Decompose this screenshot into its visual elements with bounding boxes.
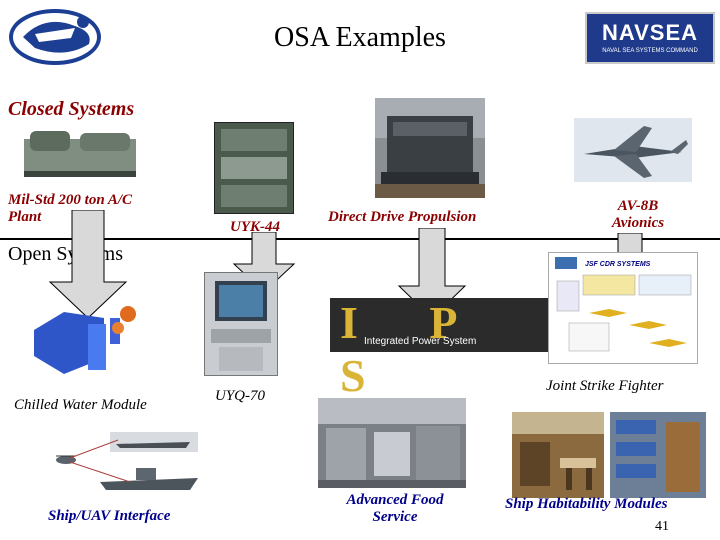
ac-plant-label: Mil-Std 200 ton A/C Plant — [8, 192, 133, 225]
navsea-logo-text: NAVSEA — [601, 20, 699, 45]
habitability-image-1 — [512, 412, 604, 498]
arrow-down-1 — [48, 209, 128, 320]
navsea-emblem-logo — [5, 4, 110, 70]
ship-uav-image — [40, 430, 200, 502]
page-number: 41 — [655, 519, 669, 534]
closed-systems-heading: Closed Systems — [8, 98, 135, 120]
ips-banner-text: I P S — [340, 297, 485, 401]
food-service-image — [318, 398, 466, 488]
navsea-logo-subtext: NAVAL SEA SYSTEMS COMMAND — [602, 48, 698, 54]
ship-uav-label: Ship/UAV Interface — [48, 508, 171, 524]
chilled-water-module-image — [24, 300, 144, 382]
habitability-image-2 — [610, 412, 706, 498]
slide-title: OSA Examples — [274, 22, 446, 53]
ips-banner-image: I P S Integrated Power System — [330, 297, 552, 401]
section-divider — [0, 238, 720, 240]
uyk-44-label: UYK-44 — [230, 219, 280, 235]
food-service-label: Advanced Food Service — [346, 492, 444, 525]
uyq-70-image — [204, 272, 278, 376]
uyk-44-image — [214, 122, 294, 214]
av8b-image — [574, 118, 692, 182]
navsea-logo: NAVSEA NAVAL SEA SYSTEMS COMMAND — [585, 12, 715, 64]
direct-drive-image — [375, 98, 485, 198]
jsf-chart-title: JSF CDR SYSTEMS — [585, 261, 651, 268]
ips-banner-subtitle: Integrated Power System — [364, 336, 477, 347]
av8b-label: AV-8B Avionics — [611, 198, 665, 231]
habitability-label: Ship Habitability Modules — [505, 496, 668, 512]
uyq-70-label: UYQ-70 — [215, 388, 266, 404]
jsf-chart-image: JSF CDR SYSTEMS — [548, 252, 698, 364]
jsf-label: Joint Strike Fighter — [546, 378, 664, 394]
ac-plant-image — [20, 125, 140, 183]
chilled-water-label: Chilled Water Module — [14, 397, 147, 413]
direct-drive-label: Direct Drive Propulsion — [328, 209, 477, 225]
